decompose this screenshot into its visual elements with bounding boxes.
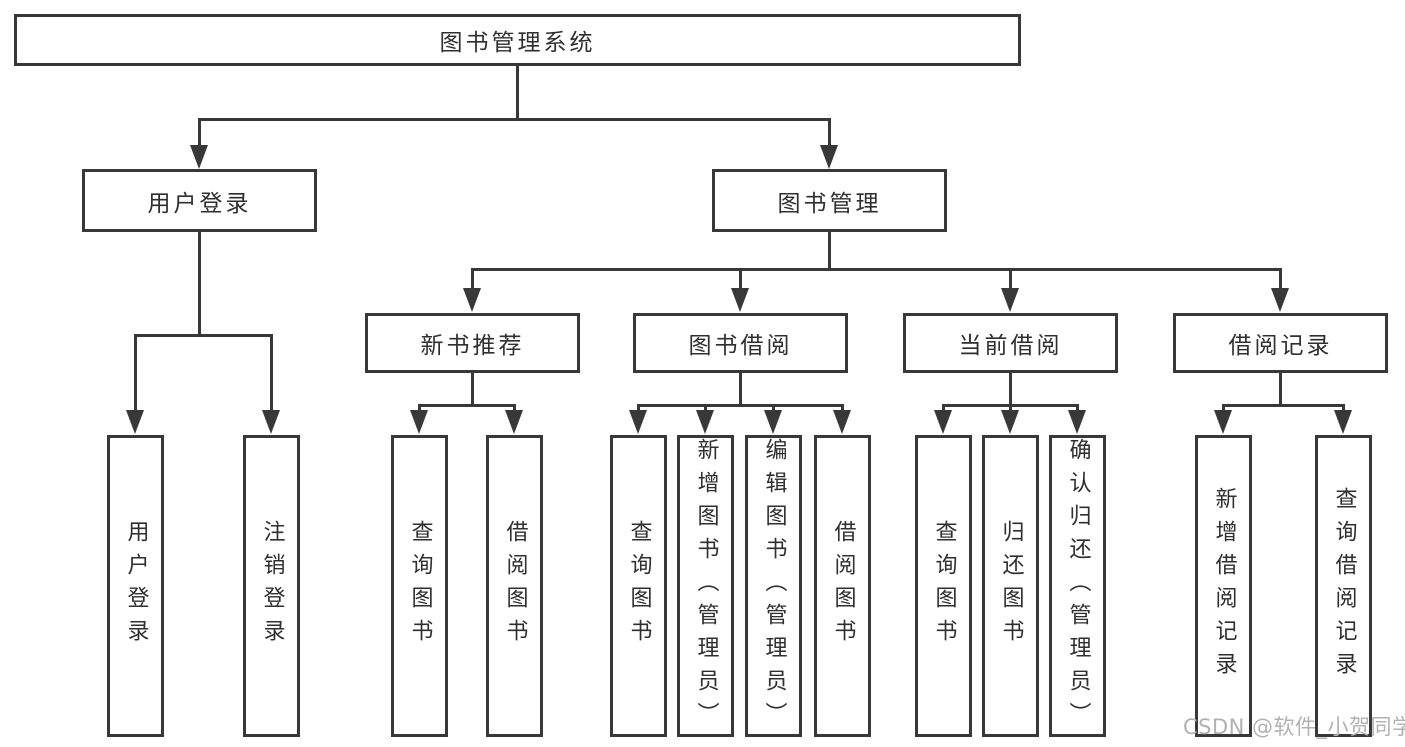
arrow-down-icon <box>764 410 782 434</box>
leaf-query-books-1: 查询图书 <box>391 435 448 737</box>
node-current-borrowing: 当前借阅 <box>903 313 1118 373</box>
leaf-label: 查询图书 <box>626 520 652 652</box>
connector-stem <box>1342 404 1345 414</box>
node-label: 当前借阅 <box>958 333 1063 359</box>
arrow-down-icon <box>505 410 523 434</box>
leaf-confirm-return-admin: 确认归还（管理员） <box>1049 435 1106 737</box>
connector-stem <box>1009 268 1012 290</box>
node-book-borrowing: 图书借阅 <box>633 313 848 373</box>
leaf-borrow-books-2: 借阅图书 <box>814 435 871 737</box>
connector-stem <box>418 404 421 414</box>
connector-vline <box>198 230 201 336</box>
leaf-label: 归还图书 <box>998 520 1024 652</box>
arrow-down-icon <box>410 410 428 434</box>
connector-stem <box>1279 268 1282 290</box>
arrow-down-icon <box>1271 288 1289 312</box>
leaf-label: 新增借阅记录 <box>1211 487 1237 685</box>
connector-stem <box>772 404 775 414</box>
leaf-label: 借阅图书 <box>502 520 528 652</box>
arrow-down-icon <box>629 410 647 434</box>
leaf-label: 借阅图书 <box>830 520 856 652</box>
node-new-book-recommend: 新书推荐 <box>365 313 580 373</box>
connector-stem <box>513 404 516 414</box>
leaf-add-books-admin: 新增图书（管理员） <box>677 435 734 737</box>
leaf-user-login: 用户登录 <box>107 435 164 737</box>
arrow-down-icon <box>833 410 851 434</box>
connector-stem <box>471 268 474 290</box>
node-label: 用户登录 <box>147 190 252 217</box>
arrow-down-icon <box>1334 410 1352 434</box>
leaf-logout: 注销登录 <box>243 435 300 737</box>
leaf-query-books-2: 查询图书 <box>610 435 667 737</box>
connector-vline <box>1279 371 1282 407</box>
node-label: 新书推荐 <box>420 333 525 359</box>
connector-hline <box>637 404 844 407</box>
node-label: 图书借阅 <box>688 333 793 359</box>
arrow-down-icon <box>190 145 208 169</box>
connector-vline <box>828 229 831 271</box>
leaf-label: 编辑图书（管理员） <box>761 437 787 735</box>
connector-stem <box>1009 404 1012 414</box>
connector-stem <box>828 118 831 148</box>
connector-vline <box>516 64 519 121</box>
leaf-label: 查询图书 <box>407 520 433 652</box>
connector-vline <box>471 371 474 407</box>
node-library-management-system: 图书管理系统 <box>14 14 1021 66</box>
arrow-down-icon <box>934 410 952 434</box>
connector-hline <box>1222 404 1345 407</box>
leaf-label: 用户登录 <box>123 520 149 652</box>
arrow-down-icon <box>1068 410 1086 434</box>
connector-stem <box>1222 404 1225 414</box>
connector-stem <box>1076 404 1079 414</box>
leaf-label: 新增图书（管理员） <box>693 437 719 735</box>
connector-hline <box>471 268 1282 271</box>
leaf-add-borrow-record: 新增借阅记录 <box>1195 435 1252 737</box>
arrow-down-icon <box>262 410 280 434</box>
arrow-down-icon <box>1001 410 1019 434</box>
connector-hline <box>134 334 273 337</box>
leaf-label: 注销登录 <box>259 520 285 652</box>
arrow-down-icon <box>820 145 838 169</box>
leaf-borrow-books-1: 借阅图书 <box>486 435 543 737</box>
csdn-watermark: CSDN @软件_小贺同学 <box>1183 715 1405 739</box>
leaf-edit-books-admin: 编辑图书（管理员） <box>745 435 802 737</box>
connector-hline <box>418 404 516 407</box>
arrow-down-icon <box>126 410 144 434</box>
connector-vline <box>1009 371 1012 407</box>
node-user-login: 用户登录 <box>82 169 317 232</box>
arrow-down-icon <box>1001 288 1019 312</box>
leaf-label: 确认归还（管理员） <box>1065 437 1091 735</box>
node-label: 图书管理系统 <box>439 30 596 56</box>
connector-stem <box>704 404 707 414</box>
leaf-label: 查询图书 <box>931 520 957 652</box>
arrow-down-icon <box>696 410 714 434</box>
connector-stem <box>270 334 273 414</box>
node-label: 图书管理 <box>777 190 882 217</box>
connector-vline <box>739 371 742 407</box>
leaf-query-books-3: 查询图书 <box>915 435 972 737</box>
connector-stem <box>198 118 201 148</box>
node-label: 借阅记录 <box>1228 333 1333 359</box>
node-book-management: 图书管理 <box>712 169 947 232</box>
connector-stem <box>739 268 742 290</box>
leaf-return-books: 归还图书 <box>982 435 1039 737</box>
node-borrowing-records: 借阅记录 <box>1173 313 1388 373</box>
connector-hline <box>198 118 831 121</box>
connector-stem <box>637 404 640 414</box>
leaf-query-borrow-record: 查询借阅记录 <box>1315 435 1372 737</box>
arrow-down-icon <box>731 288 749 312</box>
connector-stem <box>841 404 844 414</box>
arrow-down-icon <box>463 288 481 312</box>
leaf-label: 查询借阅记录 <box>1331 487 1357 685</box>
connector-stem <box>134 334 137 414</box>
connector-stem <box>942 404 945 414</box>
arrow-down-icon <box>1214 410 1232 434</box>
